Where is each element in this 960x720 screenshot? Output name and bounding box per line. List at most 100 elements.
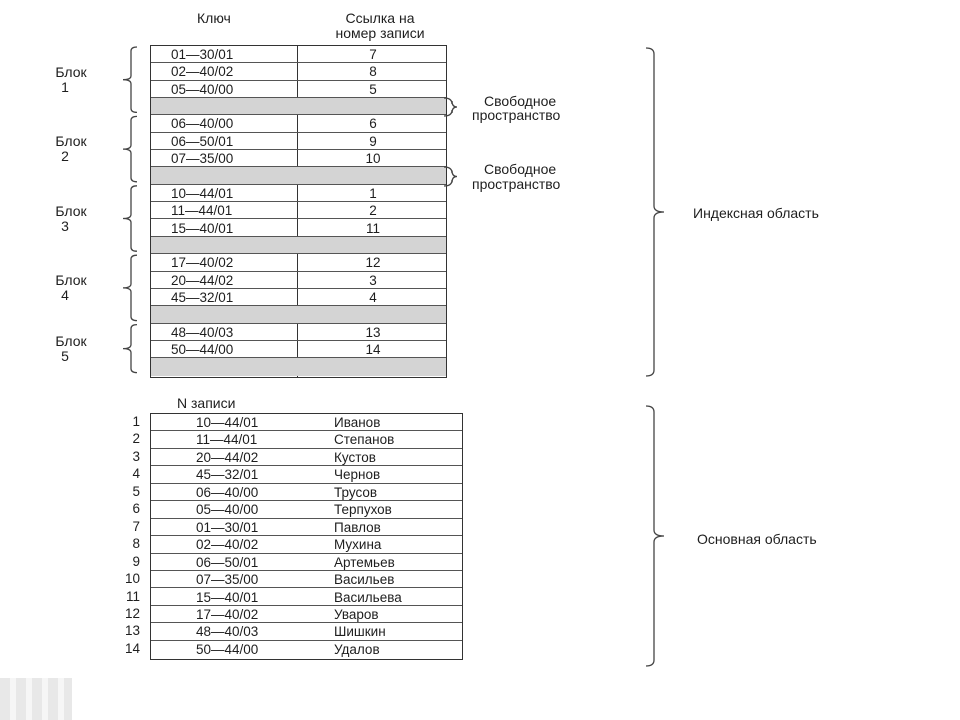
main-area-brace xyxy=(645,405,665,667)
index-key-cell: 06—50/01 xyxy=(171,133,234,149)
index-ref-cell: 11 xyxy=(365,220,380,236)
free-space-label-1-line2: пространство xyxy=(472,107,561,123)
index-key-cell: 11—44/01 xyxy=(171,203,233,219)
record-key-cell: 17—40/02 xyxy=(196,606,259,622)
index-row: 50—44/00 14 xyxy=(151,341,446,359)
record-number: 5 xyxy=(132,483,140,499)
index-key-cell: 20—44/02 xyxy=(171,272,234,288)
record-key-cell: 45—32/01 xyxy=(196,467,259,483)
index-area-label: Индексная область xyxy=(693,205,819,221)
record-number: 9 xyxy=(132,553,140,569)
index-ref-cell: 7 xyxy=(369,47,377,62)
index-key-cell: 45—32/01 xyxy=(171,289,234,305)
block-brace xyxy=(122,115,138,183)
record-key-cell: 15—40/01 xyxy=(196,589,259,605)
block-brace xyxy=(122,254,138,322)
record-key-cell: 11—44/01 xyxy=(196,432,258,448)
record-number: 10 xyxy=(124,571,140,587)
record-number: 4 xyxy=(132,466,140,482)
index-ref-cell: 5 xyxy=(369,81,377,97)
free-space-label-2-line2: пространство xyxy=(472,176,561,192)
index-key-cell: 06—40/00 xyxy=(171,116,234,132)
free-space-row xyxy=(151,236,446,255)
record-key-cell: 48—40/03 xyxy=(196,624,259,640)
free-space-row xyxy=(151,98,446,116)
record-key-cell: 01—30/01 xyxy=(196,519,259,535)
index-area-brace xyxy=(645,47,665,377)
record-key-cell: 20—44/02 xyxy=(196,449,259,465)
free-space-row xyxy=(151,306,446,324)
record-row: 02—40/02 Мухина xyxy=(151,536,462,554)
block-number: 5 xyxy=(61,347,69,364)
record-key-cell: 06—50/01 xyxy=(196,554,259,570)
index-ref-cell: 1 xyxy=(369,185,377,201)
record-name-cell: Павлов xyxy=(334,519,381,535)
record-number: 3 xyxy=(132,448,140,464)
record-number: 12 xyxy=(124,605,140,621)
index-ref-cell: 2 xyxy=(369,203,377,219)
block-number: 1 xyxy=(61,78,69,95)
index-ref-cell: 4 xyxy=(369,289,377,305)
block-number: 2 xyxy=(61,148,69,165)
record-key-cell: 10—44/01 xyxy=(196,415,259,430)
record-name-cell: Степанов xyxy=(334,432,395,448)
record-row: 11—44/01 Степанов xyxy=(151,431,462,449)
index-header-ref-line1: Ссылка на xyxy=(345,10,415,26)
index-key-cell: 15—40/01 xyxy=(171,220,234,236)
index-ref-cell: 14 xyxy=(365,341,381,357)
index-table-divider xyxy=(297,46,298,377)
main-header-n: N записи xyxy=(177,395,236,411)
record-key-cell: 07—35/00 xyxy=(196,572,259,588)
index-ref-cell: 9 xyxy=(369,133,377,149)
block-label: Блок xyxy=(55,271,87,288)
record-number: 11 xyxy=(125,588,140,604)
record-name-cell: Чернов xyxy=(334,467,381,483)
record-name-cell: Терпухов xyxy=(334,502,392,518)
free-space-row xyxy=(151,358,446,376)
record-number: 1 xyxy=(132,414,140,429)
record-number: 13 xyxy=(124,623,140,639)
index-row: 06—50/01 9 xyxy=(151,133,446,151)
index-row: 45—32/01 4 xyxy=(151,289,446,307)
decorative-stripes xyxy=(0,678,72,720)
record-number: 7 xyxy=(132,518,140,534)
record-key-cell: 02—40/02 xyxy=(196,537,259,553)
record-number: 6 xyxy=(132,501,140,517)
index-ref-cell: 12 xyxy=(365,255,381,271)
record-number: 14 xyxy=(124,640,140,656)
index-header-key: Ключ xyxy=(197,10,231,26)
free-space-brace xyxy=(443,166,458,187)
block-label: Блок xyxy=(55,332,87,349)
index-key-cell: 17—40/02 xyxy=(171,255,234,271)
block-number: 4 xyxy=(61,286,69,303)
free-space-brace xyxy=(443,97,458,117)
block-number: 3 xyxy=(61,217,69,234)
block-label: Блок xyxy=(55,63,87,80)
record-name-cell: Мухина xyxy=(334,537,382,553)
index-header-ref-line2: номер записи xyxy=(335,25,425,41)
record-name-cell: Удалов xyxy=(334,641,380,657)
index-key-cell: 07—35/00 xyxy=(171,151,234,167)
index-ref-cell: 3 xyxy=(369,272,377,288)
index-row: 15—40/01 11 xyxy=(151,220,446,237)
block-brace xyxy=(122,46,138,114)
block-brace xyxy=(122,185,138,252)
index-key-cell: 50—44/00 xyxy=(171,341,234,357)
index-key-cell: 02—40/02 xyxy=(171,64,234,80)
